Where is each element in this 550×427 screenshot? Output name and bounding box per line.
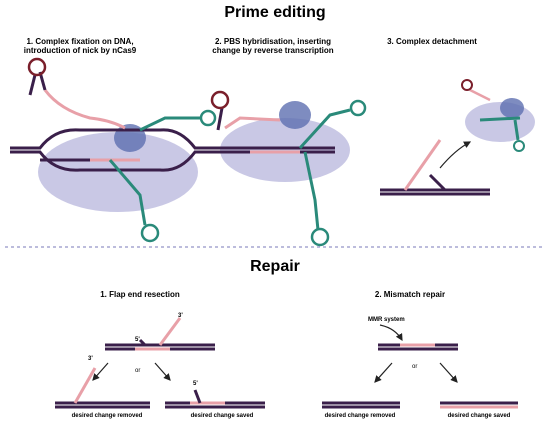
edited-flap xyxy=(403,139,442,191)
panel-1-complex xyxy=(10,57,225,243)
step-2-label: 2. PBS hybridisation, inserting change b… xyxy=(212,37,334,56)
scaffold-arm xyxy=(108,159,147,226)
flap-outcome-removed: desired change removed xyxy=(71,413,143,419)
step-1-label: 1. Complex fixation on DNA, introduction… xyxy=(23,37,137,56)
pegrna-hairpin xyxy=(27,57,47,77)
flap-5prime-label: 5' xyxy=(135,337,140,343)
saved-5prime-label: 5' xyxy=(193,381,198,387)
detach-arrow xyxy=(439,141,472,169)
mismatch-or-label: or xyxy=(412,364,418,370)
ncas9-blob-2 xyxy=(220,118,350,182)
panel-3-detach xyxy=(380,79,535,196)
ncas9-blob xyxy=(38,132,198,212)
pegrna-extension xyxy=(43,89,126,130)
flap-resection-label: 1. Flap end resection xyxy=(100,290,180,299)
step-3-label: 3. Complex detachment xyxy=(387,37,477,46)
removed-3prime-label: 3' xyxy=(88,356,93,362)
flap-resection-diagram xyxy=(55,317,265,409)
mismatch-outcome-saved: desired change saved xyxy=(447,413,511,419)
repair-title: Repair xyxy=(250,258,300,275)
prime-editing-title: Prime editing xyxy=(224,4,326,21)
flap-3prime-label: 3' xyxy=(178,313,183,319)
flap-outcome-saved: desired change saved xyxy=(190,413,254,419)
dna-top-strand xyxy=(10,128,225,150)
flap-or-label: or xyxy=(135,368,141,374)
panel-2-complex xyxy=(210,90,367,247)
mmr-system-label: MMR system xyxy=(368,317,405,323)
mismatch-repair-label: 2. Mismatch repair xyxy=(374,290,446,299)
mismatch-repair-diagram xyxy=(322,324,518,409)
mismatch-outcome-removed: desired change removed xyxy=(324,413,396,419)
